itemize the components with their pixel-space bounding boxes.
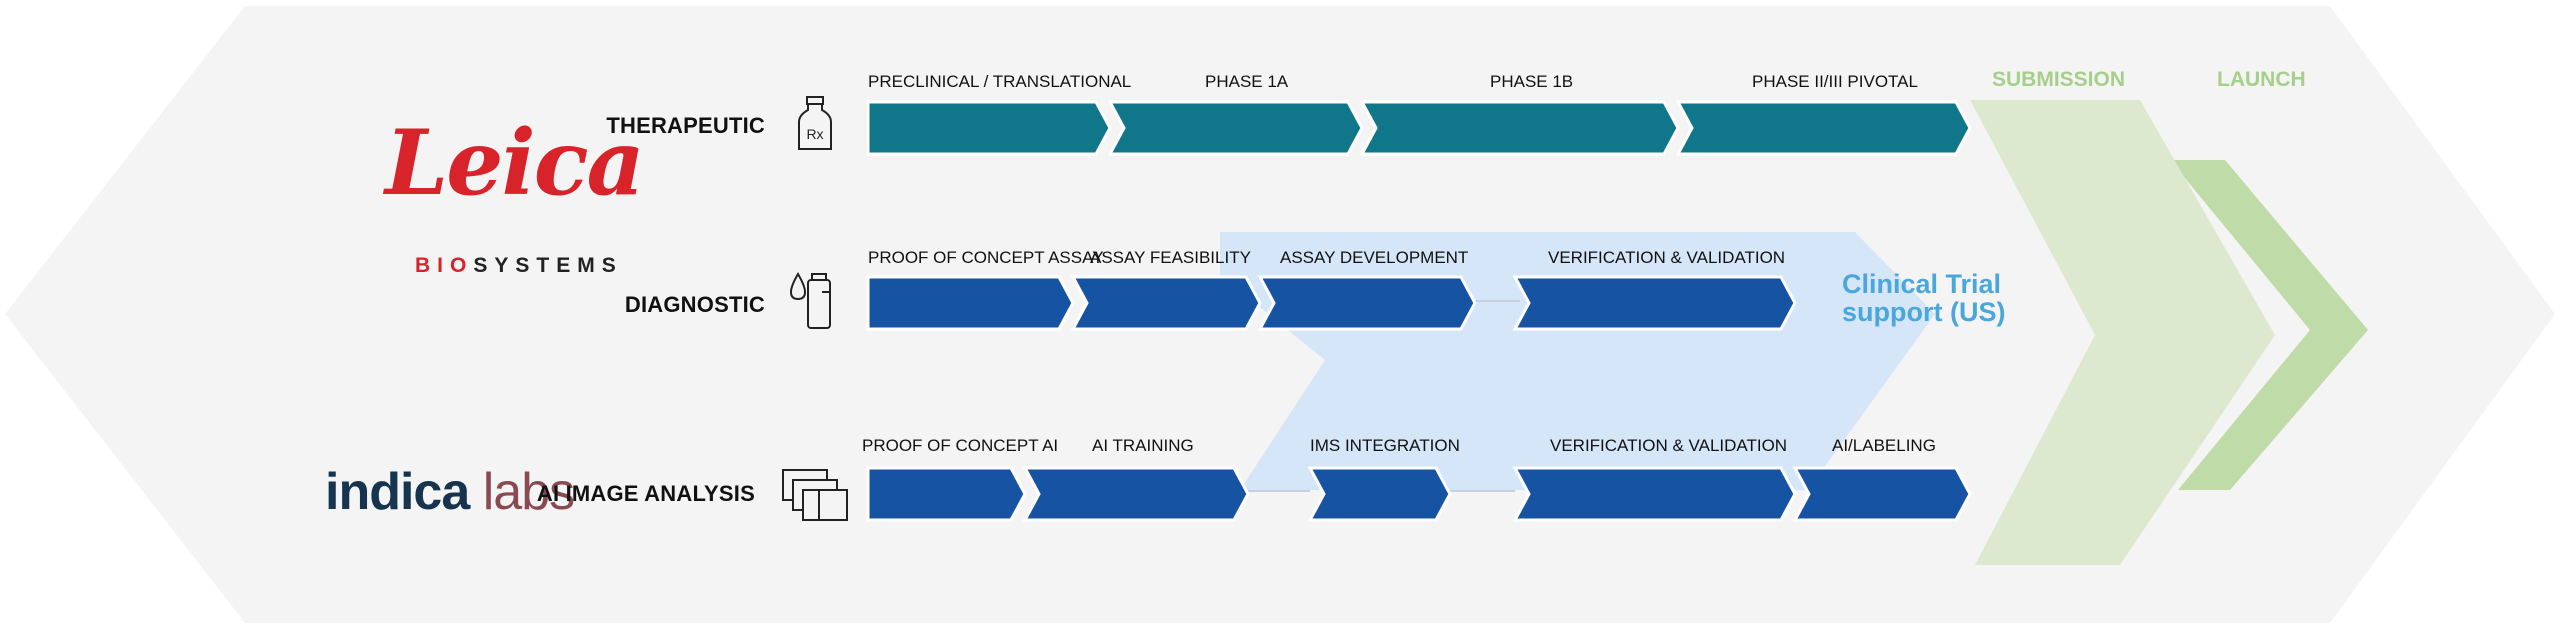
indica-labs-logo: indica labs xyxy=(325,463,575,521)
medicine-bottle-icon: Rx xyxy=(798,96,832,150)
stage-label-phase-1b: PHASE 1B xyxy=(1490,72,1574,91)
stage-arrow-therapeutic-2 xyxy=(1107,100,1364,156)
row-label-therapeutic: THERAPEUTIC xyxy=(606,113,765,138)
launch-chevron xyxy=(2170,160,2368,490)
stacked-slides-icon xyxy=(782,469,848,521)
stage-arrow-diagnostic-4 xyxy=(1512,275,1797,331)
stage-label-diag-verification: VERIFICATION & VALIDATION xyxy=(1548,248,1786,267)
leica-logo-biosystems: BIOSYSTEMS xyxy=(415,254,623,277)
launch-label: LAUNCH xyxy=(2217,68,2306,91)
stage-arrow-ai-4 xyxy=(1512,466,1797,522)
stage-arrow-diagnostic-1 xyxy=(866,275,1075,331)
stage-arrow-diagnostic-2 xyxy=(1070,275,1262,331)
stage-arrow-ai-3 xyxy=(1307,466,1452,522)
stage-arrow-therapeutic-4 xyxy=(1675,100,1972,156)
stage-label-ai-verification: VERIFICATION & VALIDATION xyxy=(1550,436,1788,455)
stage-connectors xyxy=(1245,300,1520,492)
submission-label: SUBMISSION xyxy=(1992,68,2126,91)
stage-arrow-ai-1 xyxy=(866,466,1027,522)
stage-label-ai-training: AI TRAINING xyxy=(1092,436,1194,455)
stage-arrow-therapeutic-3 xyxy=(1359,100,1680,156)
stage-arrow-ai-5 xyxy=(1792,466,1972,522)
stage-arrow-ai-2 xyxy=(1022,466,1250,522)
stage-arrow-diagnostic-3 xyxy=(1257,275,1477,331)
stage-arrow-therapeutic-1 xyxy=(866,100,1112,156)
stage-label-ims-integration: IMS INTEGRATION xyxy=(1310,436,1460,455)
stage-label-assay-development: ASSAY DEVELOPMENT xyxy=(1280,248,1469,267)
leica-logo-script: Leica xyxy=(385,110,645,216)
submission-chevron xyxy=(1970,100,2275,565)
stage-label-poc-ai: PROOF OF CONCEPT AI xyxy=(862,436,1059,455)
stage-arrows xyxy=(866,100,1972,522)
stage-label-phase-2-3-pivotal: PHASE II/III PIVOTAL xyxy=(1752,72,1918,91)
stage-label-preclinical: PRECLINICAL / TRANSLATIONAL xyxy=(868,72,1132,91)
stage-label-assay-feasibility: ASSAY FEASIBILITY xyxy=(1090,248,1251,267)
clinical-trial-support-label: Clinical Trial support (US) xyxy=(1842,269,2006,327)
row-label-ai-image-analysis: AI IMAGE ANALYSIS xyxy=(536,481,755,506)
stage-label-ai-labeling: AI/LABELING xyxy=(1832,436,1936,455)
row-label-diagnostic: DIAGNOSTIC xyxy=(624,292,765,317)
svg-text:Rx: Rx xyxy=(806,126,823,142)
reagent-drop-bottle-icon xyxy=(789,272,831,329)
stage-label-phase-1a: PHASE 1A xyxy=(1205,72,1289,91)
stage-label-poc-assay: PROOF OF CONCEPT ASSAY xyxy=(868,248,1104,267)
